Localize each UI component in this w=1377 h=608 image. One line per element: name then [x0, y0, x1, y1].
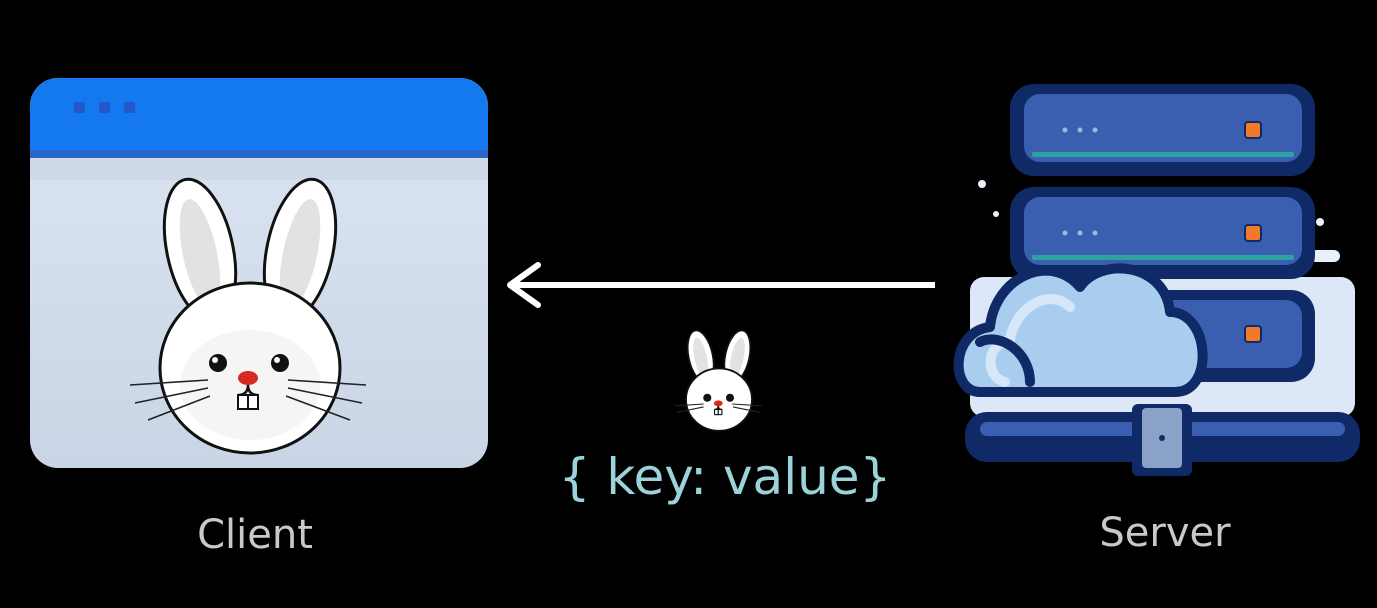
server-icon	[953, 84, 1360, 476]
window-titlebar	[30, 78, 488, 150]
small-rabbit-icon	[674, 329, 762, 432]
window-dot-icon	[74, 102, 85, 113]
titlebar-divider	[30, 150, 488, 158]
window-dot-icon	[124, 102, 135, 113]
server-label: Server	[1099, 510, 1231, 556]
client-label: Client	[197, 512, 313, 558]
rabbit-icon	[129, 177, 367, 455]
payload-label: { key: value}	[558, 448, 892, 506]
window-toolbar	[30, 158, 488, 180]
response-arrow-icon	[507, 262, 935, 308]
window-dot-icon	[99, 102, 110, 113]
